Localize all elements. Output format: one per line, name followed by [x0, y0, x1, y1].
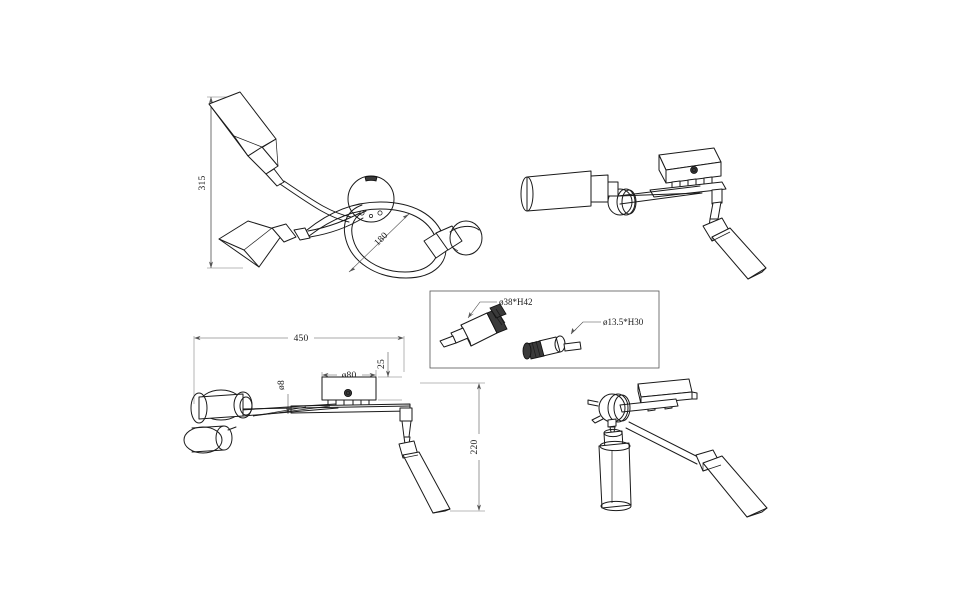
detail-label-lamp-head: ø38*H42 [499, 297, 533, 307]
arm-right-lower [399, 407, 413, 445]
perspective-view-upper [520, 147, 767, 280]
ceiling-plate-round [347, 175, 395, 223]
lamp-head-upper-left [208, 91, 285, 187]
detail-lamp-head: ø38*H42 [439, 297, 533, 348]
dimension-220: 220 [420, 382, 485, 512]
dimension-450: 450 [193, 331, 405, 404]
detail-label-socket: ø13.5*H30 [603, 317, 644, 327]
component-detail-inset: ø38*H42 ø13.5*H30 [429, 290, 660, 369]
lamp-head-down-bottom [598, 428, 632, 512]
swivel-joint-bottom [587, 393, 631, 433]
dimension-label-d80: ø80 [342, 371, 357, 381]
lamp-head-right-upper [702, 217, 767, 280]
dimension-label-d8: ø8 [277, 380, 287, 390]
lamp-head-right-lower [398, 440, 451, 514]
dimension-label-25: 25 [377, 359, 387, 369]
detail-box-frame [429, 290, 660, 369]
arm-diagonal-bottom [625, 421, 701, 465]
side-elevation-view: 450 25 ø80 ø8 [183, 331, 485, 514]
dimension-25: 25 [377, 352, 402, 401]
arm-middle-left [307, 212, 364, 238]
lamp-head-middle-left [218, 220, 311, 268]
arm-left-upper [617, 185, 703, 205]
arm-struts-lower [240, 403, 339, 417]
detail-socket: ø13.5*H30 [522, 317, 644, 360]
dimension-label-450: 450 [294, 334, 309, 344]
bulb-right [423, 220, 483, 259]
dimension-315: 315 [198, 96, 243, 269]
lamp-head-right-bottom [695, 449, 768, 518]
dimension-d8: ø8 [277, 380, 291, 414]
curved-arm-loop [306, 201, 447, 279]
dimension-label-315: 315 [198, 176, 208, 191]
ceiling-plate-rect-lower [321, 376, 377, 409]
swivel-joint-upper [607, 188, 637, 216]
lamp-head-left-lower [183, 389, 253, 454]
lamp-head-left-upper [520, 170, 619, 212]
dimension-label-220: 220 [470, 440, 480, 455]
mounting-bar-bottom [619, 398, 679, 413]
perspective-view-lower [587, 378, 768, 518]
